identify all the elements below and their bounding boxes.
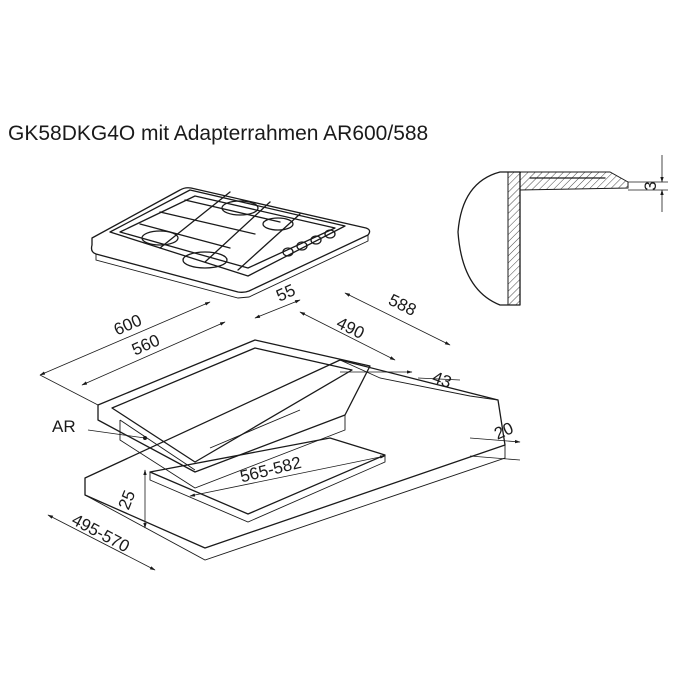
dim-3-label: 3	[641, 181, 660, 190]
hob-illustration	[90, 187, 371, 299]
dimension-lines	[39, 292, 521, 571]
frame-section-detail: 3	[457, 155, 668, 306]
dim-565-582-label: 565-582	[238, 453, 303, 487]
adapter-frame	[97, 339, 371, 489]
dim-490-label: 490	[333, 313, 367, 343]
part-label-ar: AR	[52, 417, 76, 436]
dim-25-label: 25	[115, 488, 140, 513]
dim-495-570-label: 495-570	[69, 510, 133, 556]
dim-600-label: 600	[111, 311, 145, 340]
page-title: GK58DKG4O mit Adapterrahmen AR600/588	[8, 122, 429, 145]
